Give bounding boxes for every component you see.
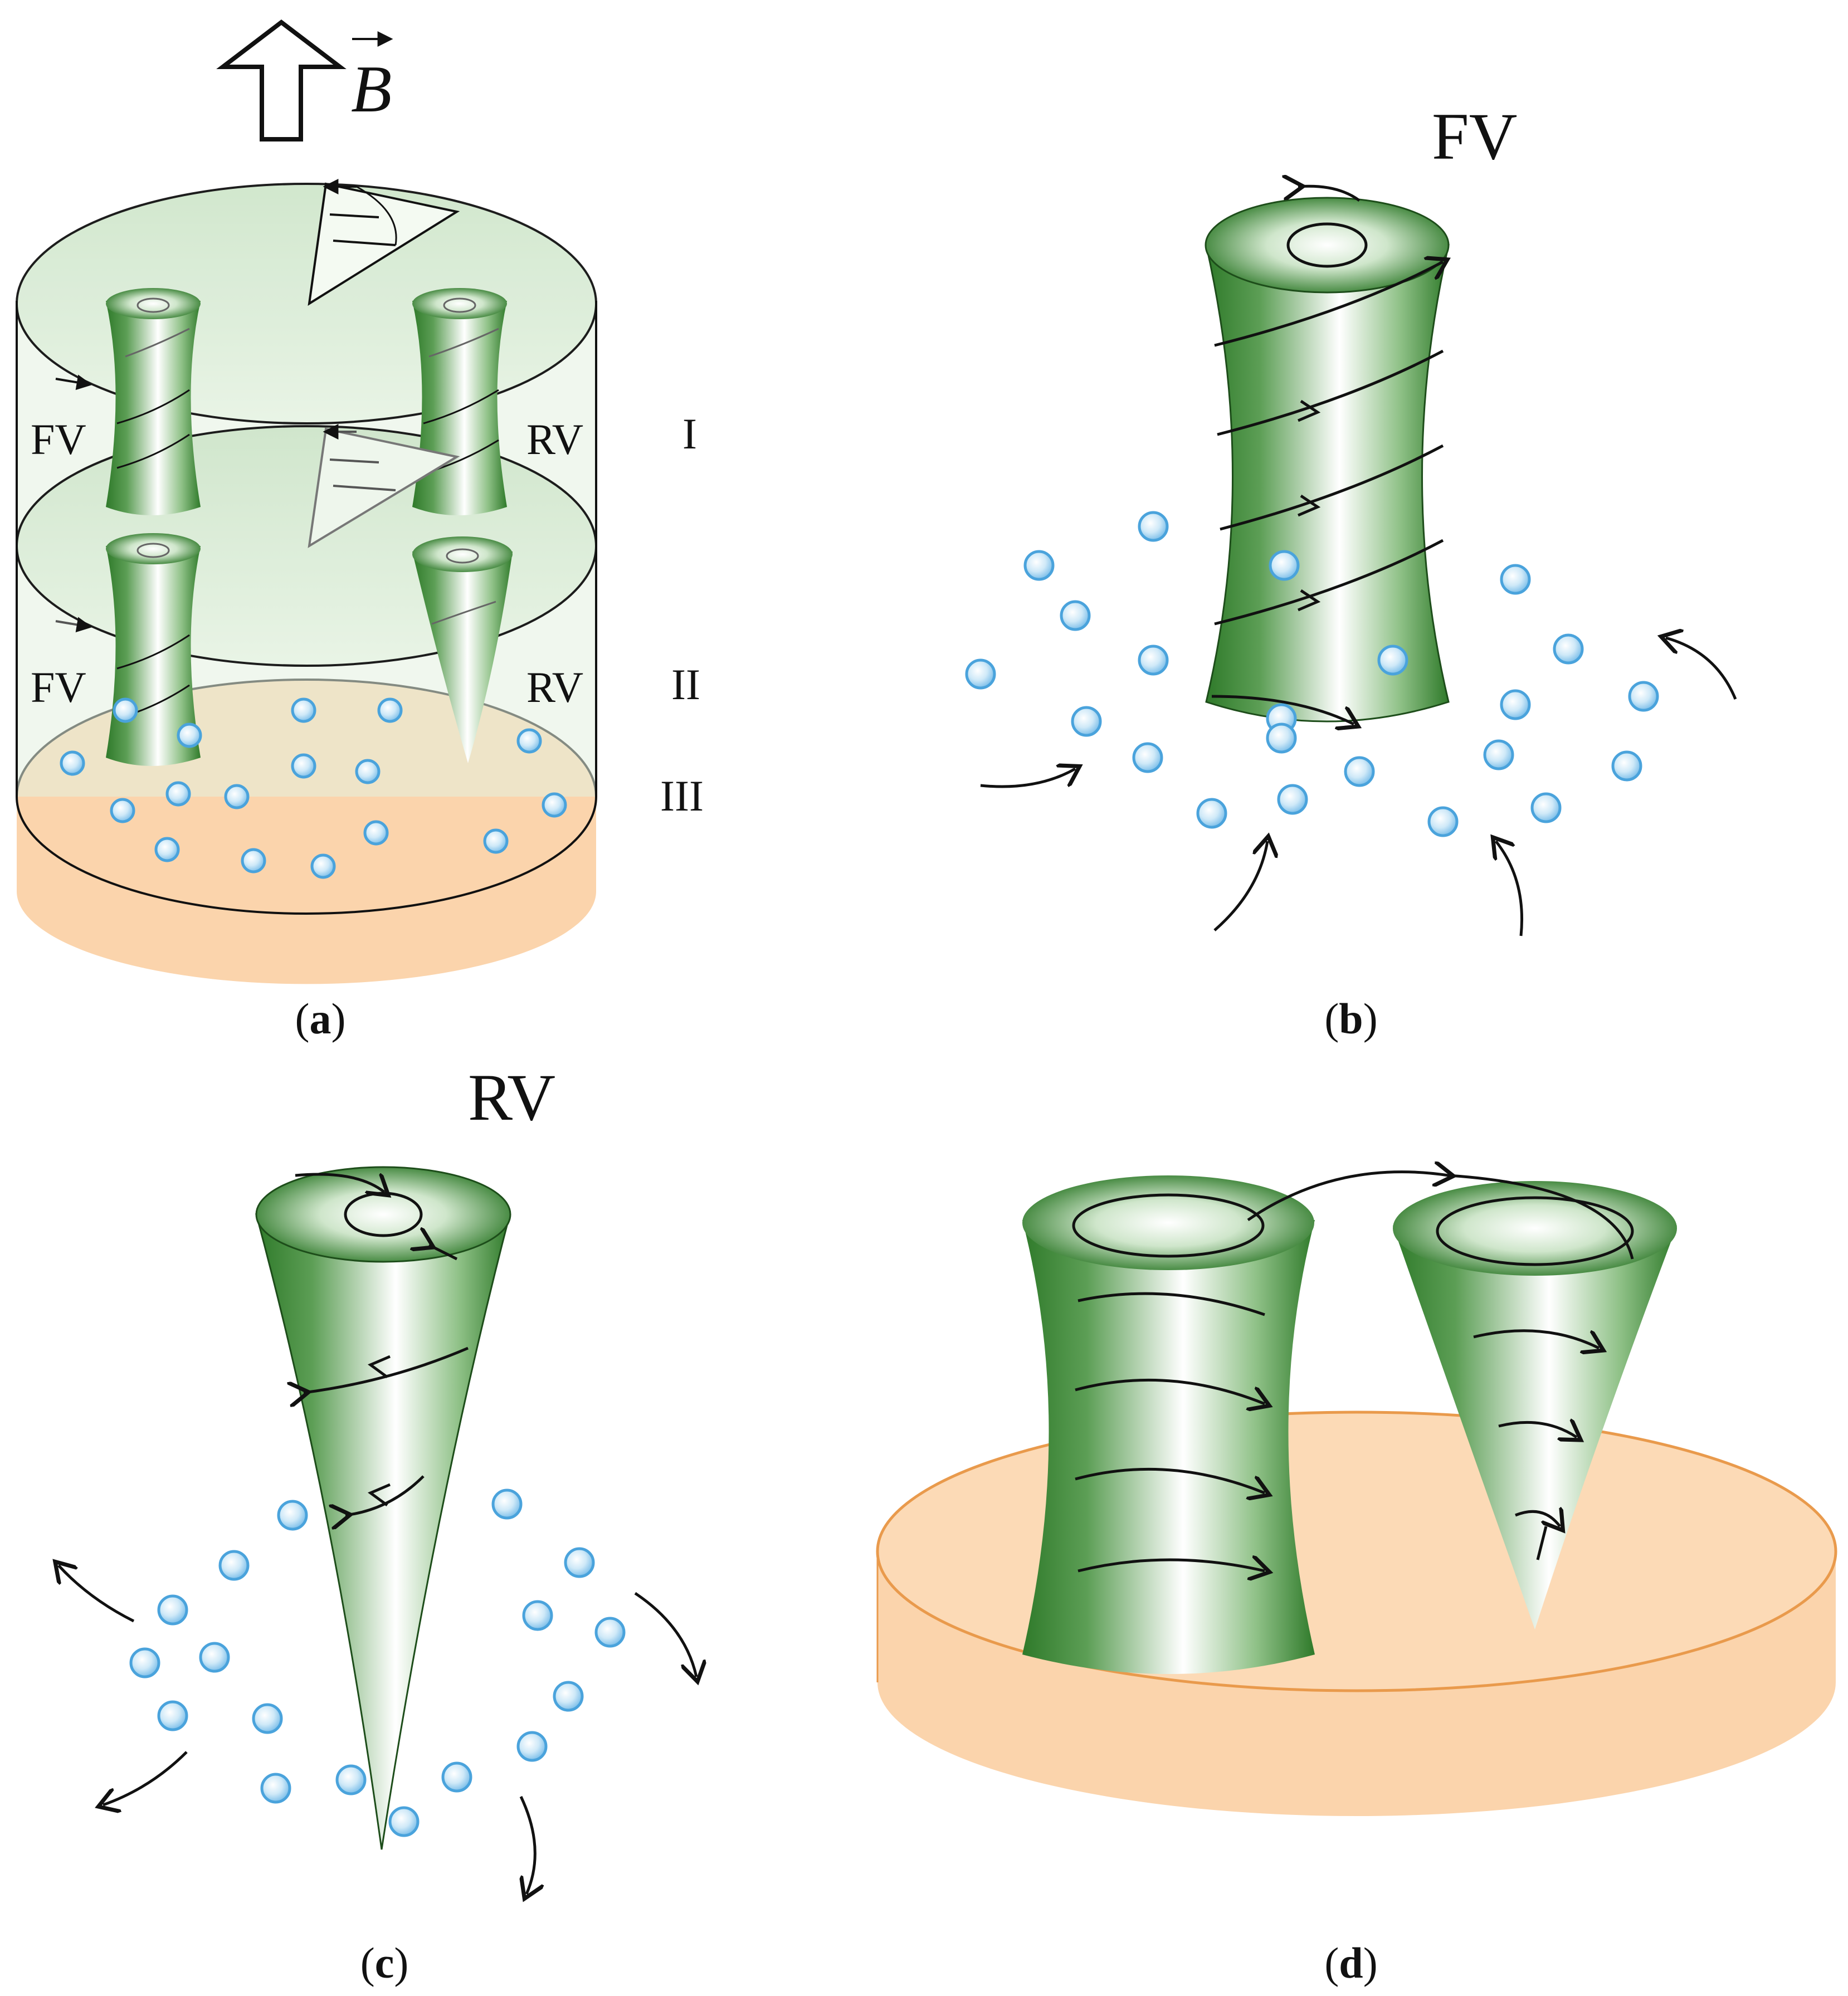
rim-arrow-lower bbox=[55, 617, 92, 633]
region-label-iii: III bbox=[660, 772, 704, 820]
particle bbox=[1377, 645, 1408, 676]
particle bbox=[564, 1547, 595, 1578]
label-fv-upper: FV bbox=[31, 415, 86, 463]
panel-a: B FV RV FV RV I II III (a) bbox=[16, 19, 704, 1043]
particle bbox=[1530, 792, 1562, 823]
label-rv-upper: RV bbox=[526, 415, 583, 463]
velocity-profile-lower bbox=[308, 429, 460, 548]
particle bbox=[1611, 750, 1642, 782]
particle bbox=[1500, 689, 1531, 720]
reverse-vortex-d bbox=[1393, 1181, 1677, 1629]
particle bbox=[355, 759, 381, 784]
particle bbox=[177, 723, 202, 748]
region-label-ii: II bbox=[671, 660, 700, 709]
particle bbox=[218, 1550, 250, 1581]
particle bbox=[1628, 681, 1659, 712]
particle bbox=[542, 792, 567, 818]
particle bbox=[1344, 756, 1375, 787]
particle bbox=[1500, 564, 1531, 595]
particle bbox=[110, 798, 135, 823]
particles-b bbox=[965, 511, 1659, 837]
field-symbol: B bbox=[351, 52, 392, 126]
label-fv-lower: FV bbox=[31, 663, 86, 711]
particle bbox=[157, 1700, 188, 1731]
particle bbox=[165, 781, 191, 807]
free-vortex-d bbox=[1022, 1175, 1315, 1674]
particle bbox=[252, 1703, 283, 1734]
layer-ii-disk bbox=[16, 425, 597, 667]
particle bbox=[522, 1600, 553, 1631]
particle bbox=[377, 697, 403, 723]
particle bbox=[594, 1617, 626, 1648]
particle bbox=[291, 697, 316, 723]
caption-b: (b) bbox=[1324, 994, 1377, 1043]
free-vortex-b bbox=[1205, 186, 1449, 724]
upper-free-vortex bbox=[106, 288, 201, 515]
upper-reverse-vortex bbox=[412, 288, 507, 515]
label-rv-lower: RV bbox=[526, 663, 583, 711]
particle bbox=[129, 1647, 160, 1678]
particle bbox=[1138, 511, 1169, 542]
particle bbox=[154, 837, 180, 862]
particle bbox=[277, 1500, 308, 1531]
panel-b: FV (b) bbox=[965, 99, 1737, 1043]
particle bbox=[965, 658, 996, 690]
panel-b-title: FV bbox=[1432, 99, 1517, 173]
particle bbox=[1060, 600, 1091, 631]
panel-d: (d) bbox=[876, 1172, 1837, 1987]
particle bbox=[1269, 550, 1300, 581]
particle bbox=[491, 1489, 523, 1520]
particle bbox=[516, 728, 542, 754]
magnetic-field-arrow bbox=[216, 19, 347, 141]
caption-d: (d) bbox=[1324, 1939, 1377, 1987]
particle bbox=[483, 828, 509, 854]
particle bbox=[1023, 550, 1055, 581]
particle bbox=[241, 848, 266, 873]
particle bbox=[1138, 645, 1169, 676]
caption-a: (a) bbox=[295, 994, 346, 1043]
particle bbox=[60, 750, 85, 776]
particle bbox=[310, 853, 336, 879]
particle bbox=[1483, 739, 1514, 770]
particle bbox=[516, 1731, 548, 1762]
layer-i-disk bbox=[16, 183, 597, 424]
particle bbox=[113, 697, 138, 723]
panel-c: RV (c) bbox=[58, 1060, 696, 1987]
velocity-profile-upper bbox=[308, 184, 460, 306]
particles-a bbox=[60, 697, 567, 879]
substrate-d bbox=[876, 1411, 1837, 1816]
particle bbox=[1277, 784, 1308, 815]
particle bbox=[291, 753, 316, 779]
particle bbox=[1553, 633, 1584, 665]
region-label-i: I bbox=[682, 409, 697, 458]
particle bbox=[1071, 706, 1102, 737]
panel-c-title: RV bbox=[468, 1060, 555, 1134]
particle bbox=[260, 1773, 291, 1804]
rim-arrow-upper bbox=[55, 374, 92, 391]
lower-reverse-vortex bbox=[412, 536, 513, 763]
connecting-flow-arrow bbox=[1247, 1172, 1634, 1260]
particle bbox=[1196, 798, 1227, 829]
particle bbox=[199, 1642, 230, 1673]
particle bbox=[363, 820, 389, 846]
particle bbox=[1132, 742, 1163, 773]
outflow-arrows-c bbox=[58, 1565, 696, 1894]
particle bbox=[441, 1761, 472, 1793]
particle bbox=[1427, 806, 1459, 837]
particle bbox=[335, 1764, 367, 1795]
particles-c bbox=[129, 1489, 626, 1837]
particle bbox=[388, 1806, 420, 1837]
particle bbox=[157, 1594, 188, 1626]
particle bbox=[553, 1681, 584, 1712]
reverse-vortex-c bbox=[255, 1166, 511, 1850]
particle bbox=[224, 784, 250, 809]
particle bbox=[1266, 723, 1297, 754]
inflow-arrows-b bbox=[980, 638, 1737, 936]
caption-c: (c) bbox=[360, 1939, 409, 1987]
